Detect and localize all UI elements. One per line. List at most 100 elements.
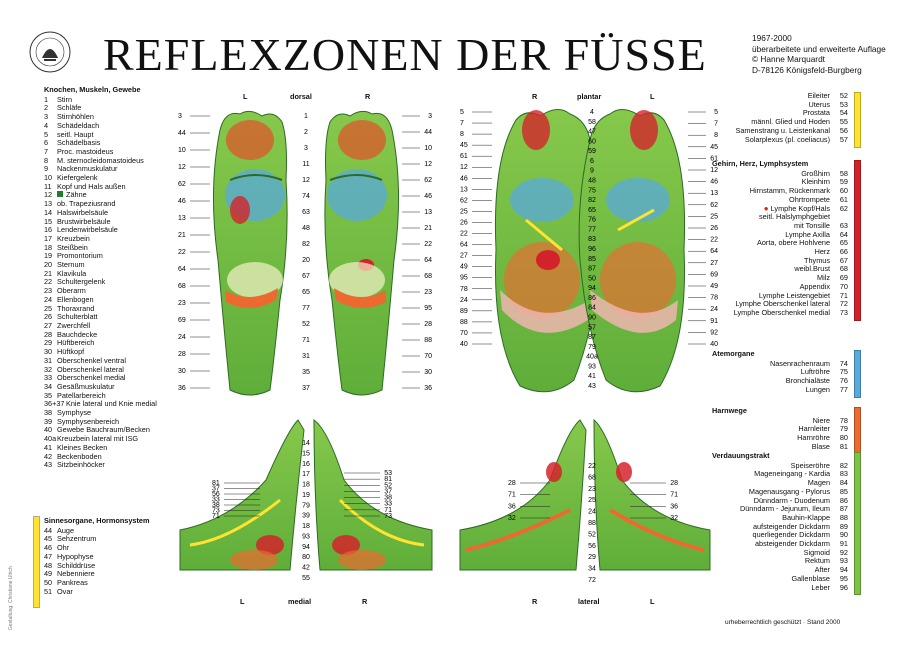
legend-text: aufsteigender Dickdarm xyxy=(752,521,830,531)
zone-number-label: 77 xyxy=(588,226,596,233)
legend-number: 19 xyxy=(44,251,53,261)
legend-number: 96 xyxy=(839,582,848,592)
legend-text: Auge xyxy=(57,525,75,535)
zone-number-label: 37 xyxy=(212,486,220,493)
legend-number: 43 xyxy=(44,460,53,470)
zone-number-label: 65 xyxy=(588,207,596,214)
legend-number: 9 xyxy=(44,164,49,174)
zone-number-label: 12 xyxy=(178,164,186,171)
legend-heading: Knochen, Muskeln, Gewebe xyxy=(44,85,141,94)
legend-text: Brustwirbelsäule xyxy=(57,216,111,226)
legend-text: After xyxy=(814,565,830,575)
zone-number-label: 87 xyxy=(588,334,596,341)
legend-number: 57 xyxy=(839,134,848,144)
zone-number-label: 41 xyxy=(588,373,596,380)
zone-number-label: 85 xyxy=(588,256,596,263)
zone-number-label: 30 xyxy=(424,369,432,376)
legend-text: Patellarbereich xyxy=(57,390,106,400)
legend-text: Schultergelenk xyxy=(57,277,106,287)
zone-number-label: 5 xyxy=(460,109,464,116)
legend-text: Proc. mastoideus xyxy=(57,146,114,156)
legend-text: Lymphe Leistengebiet xyxy=(758,290,830,300)
legend-colorbar-sensory xyxy=(33,516,40,608)
zone-number-label: 30 xyxy=(178,368,186,375)
legend-number: 91 xyxy=(839,539,848,549)
zone-number-label: 23 xyxy=(588,486,596,493)
zone-number-label: 69 xyxy=(710,271,718,278)
legend-text: Kreuzbein lateral mit ISG xyxy=(57,434,139,444)
legend-text: Steißbein xyxy=(57,242,88,252)
zone-number-label: 71 xyxy=(302,337,310,344)
legend-number: 83 xyxy=(839,469,848,479)
legend-text: Symphyse xyxy=(57,408,92,418)
zone-number-label: 15 xyxy=(302,450,310,457)
design-credit: Gestaltung: Christiane Ulrich xyxy=(8,566,14,630)
legend-text: Appendix xyxy=(799,281,830,291)
zone-number-label: 94 xyxy=(588,285,596,292)
zone-number-label: 2 xyxy=(304,129,308,136)
legend-number: 31 xyxy=(44,355,53,365)
legend-text: Solarplexus (pl. coeliacus) xyxy=(744,134,830,144)
legend-text: Kopf und Hals außen xyxy=(57,181,126,191)
legend-text: Klavikula xyxy=(57,268,87,278)
zone-number-label: 95 xyxy=(424,305,432,312)
zone-number-label: 77 xyxy=(302,305,310,312)
zone-number-label: 20 xyxy=(302,257,310,264)
medial-view xyxy=(179,419,433,571)
publisher-info: 1967-2000 überarbeitete und erweiterte A… xyxy=(752,33,886,75)
legend-text: Milz xyxy=(817,273,830,283)
zone-number-label: 68 xyxy=(178,283,186,290)
legend-number: 39 xyxy=(44,416,53,426)
zone-number-label: 11 xyxy=(302,161,309,168)
legend-text: Sehzentrum xyxy=(57,534,97,544)
legend-number: 17 xyxy=(44,233,53,243)
legend-text: Dünndarm - Duodenum xyxy=(753,495,830,505)
zone-number-label: 63 xyxy=(302,209,310,216)
zone-number-label: 49 xyxy=(710,283,718,290)
zone-number-label: 79 xyxy=(588,344,596,351)
zone-number-label: 7 xyxy=(460,120,464,127)
legend-colorbar xyxy=(854,452,861,596)
zone-number-label: 69 xyxy=(178,317,186,324)
legend-text: Mageneingang - Kardia xyxy=(754,469,830,479)
zone-number-label: 28 xyxy=(670,480,678,487)
legend-text: Ohrtrompete xyxy=(789,194,830,204)
zone-number-label: 42 xyxy=(302,565,310,572)
zone-number-label: 73 xyxy=(212,508,220,515)
legend-number: 30 xyxy=(44,347,53,357)
zone-number-label: 5 xyxy=(714,109,718,116)
zone-number-label: 71 xyxy=(670,492,678,499)
zone-number-label: 56 xyxy=(212,491,220,498)
zone-number-label: 68 xyxy=(588,474,596,481)
diagram-labels: 3441012624613212264682369242830361231112… xyxy=(178,109,718,584)
zone-number-label: 28 xyxy=(424,321,432,328)
legend-number: 84 xyxy=(839,478,848,488)
legend-number: 34 xyxy=(44,381,53,391)
zone-number-label: 64 xyxy=(424,257,432,264)
zone-number-label: 61 xyxy=(710,155,718,162)
